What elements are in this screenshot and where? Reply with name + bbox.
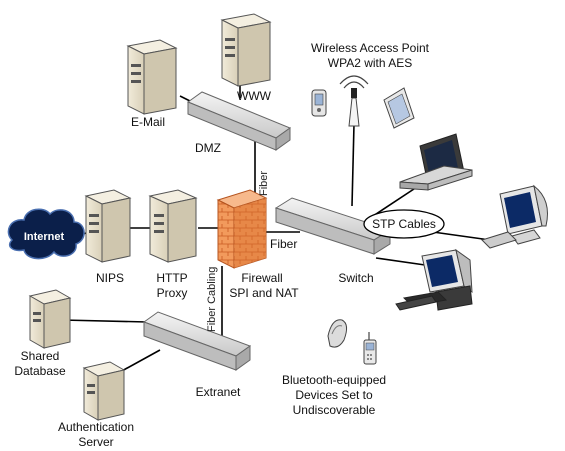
bluetooth-label-line1: Bluetooth-equipped [282, 373, 386, 387]
wap-label-line1: Wireless Access Point [311, 41, 430, 55]
stp-cables-label: STP Cables [372, 217, 436, 231]
extranet-label: Extranet [196, 385, 241, 399]
firewall-label-line2: SPI and NAT [229, 286, 299, 300]
tablet-icon [383, 87, 415, 129]
internet-cloud: Internet [7, 208, 85, 260]
internet-label: Internet [24, 231, 65, 243]
workstation-icon [395, 248, 473, 311]
wires [61, 76, 491, 373]
email-server-icon [126, 39, 178, 115]
switch-label: Switch [338, 271, 373, 285]
main-switch-icon [274, 197, 392, 255]
cloud-shape [7, 208, 85, 260]
wireless-access-point-icon [339, 75, 369, 127]
http-proxy-label-line2: Proxy [157, 286, 188, 300]
nips-server-icon [84, 189, 132, 263]
shared-database-label-line1: Shared [21, 349, 60, 363]
authentication-server-label-line2: Server [78, 435, 113, 449]
dmz-label: DMZ [195, 141, 221, 155]
dmz-switch-icon [186, 91, 292, 151]
firewall-icon [216, 189, 268, 269]
http-proxy-server-icon [148, 189, 198, 263]
firewall-label-line1: Firewall [241, 271, 282, 285]
wire-switch-laptop [369, 184, 421, 219]
email-label: E-Mail [131, 115, 165, 129]
wire-switch-wap [351, 123, 355, 207]
wire-switch-workstation [375, 257, 433, 267]
www-label: WWW [237, 89, 272, 103]
shared-database-label-line2: Database [14, 364, 66, 378]
www-server-icon [220, 13, 272, 87]
wire-extranet-auth [119, 349, 161, 373]
fiber-horizontal-label: Fiber [270, 237, 297, 251]
bluetooth-phone-icon [363, 332, 377, 365]
desktop-monitor-icon [481, 184, 548, 249]
authentication-server-icon [82, 361, 126, 421]
http-proxy-label-line1: HTTP [156, 271, 187, 285]
wap-label-line2: WPA2 with AES [328, 56, 412, 70]
bluetooth-label-line2: Devices Set to [295, 388, 373, 402]
fiber-cabling-label: Fiber Cabling [206, 267, 218, 332]
pda-icon [311, 89, 327, 117]
bluetooth-headset-icon [327, 319, 348, 348]
bluetooth-label-line3: Undiscoverable [293, 403, 376, 417]
stp-cables-callout: STP Cables [363, 209, 445, 239]
wire-extranet-db [61, 319, 149, 323]
laptop-icon [399, 133, 473, 191]
extranet-switch-icon [142, 311, 252, 371]
shared-database-server-icon [28, 289, 72, 349]
authentication-server-label-line1: Authentication [58, 420, 134, 434]
nips-label: NIPS [96, 271, 124, 285]
fiber-vertical-label: Fiber [258, 171, 270, 196]
